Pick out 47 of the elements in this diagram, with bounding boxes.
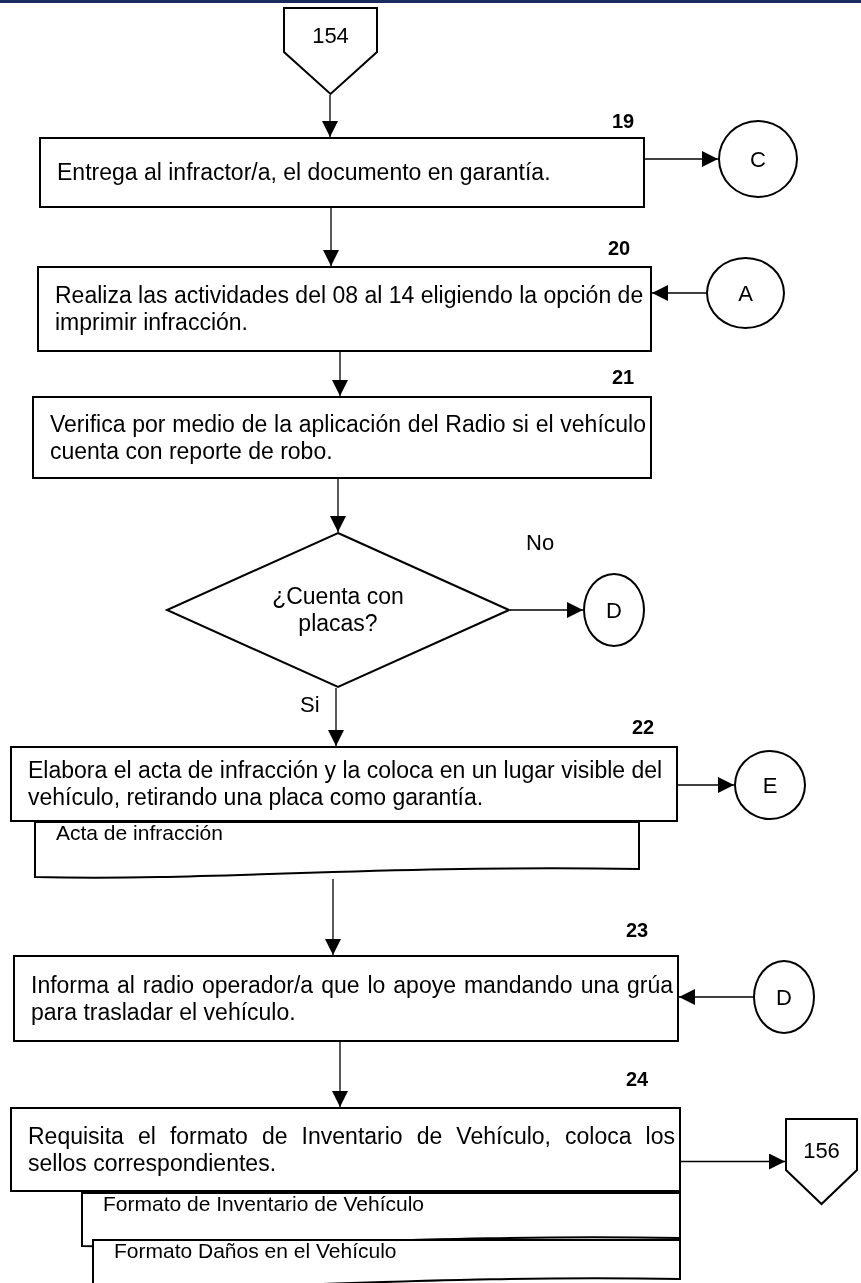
arrow	[322, 94, 338, 138]
document-label: Formato Daños en el Vehículo	[114, 1238, 398, 1264]
arrow	[328, 687, 344, 747]
step-number: 21	[612, 366, 635, 389]
connector-label: D	[605, 596, 623, 624]
process-box	[10, 746, 678, 822]
decision-text: ¿Cuenta con placas?	[271, 583, 405, 637]
arrow	[332, 351, 348, 397]
step-number: 24	[626, 1068, 649, 1091]
process-box	[37, 266, 652, 352]
step-text: Realiza las actividades del 08 al 14 eligiendo la opción de imprimir infracción.	[55, 282, 645, 336]
arrow	[678, 989, 754, 1005]
document-shape	[34, 821, 640, 879]
arrow	[325, 878, 341, 956]
decision-diamond	[166, 532, 510, 688]
step-number: 19	[612, 110, 635, 133]
arrow	[680, 1153, 786, 1170]
process-box	[32, 396, 652, 479]
process-box	[39, 137, 645, 208]
step-number: 22	[632, 716, 655, 739]
connector-label: 154	[311, 22, 350, 49]
step-text: Requisita el formato de Inventario de Vehículo, coloca los sellos correspondientes.	[28, 1122, 675, 1177]
offpage-connector	[785, 1118, 858, 1205]
step-text: Informa al radio operador/a que lo apoye mandando una grúa para trasladar el vehículo.	[31, 971, 673, 1026]
arrow	[651, 285, 707, 301]
document-shape	[92, 1239, 681, 1283]
arrow	[323, 207, 339, 267]
arrow	[644, 151, 719, 167]
arrow	[509, 602, 584, 618]
arrow	[330, 478, 346, 533]
connector-label: E	[761, 771, 779, 799]
step-text: Elabora el acta de infracción y la coloca en un lugar visible del vehículo, retirando una placa como garantía.	[28, 757, 664, 811]
document-label: Acta de infracción	[56, 820, 224, 846]
step-text: Verifica por medio de la aplicación del Radio si el vehículo cuenta con reporte de robo.	[50, 410, 646, 465]
offpage-connector	[283, 7, 378, 95]
document-label: Formato de Inventario de Vehículo	[103, 1191, 426, 1217]
connector-label: 156	[802, 1136, 841, 1164]
connector-label: D	[775, 983, 793, 1011]
process-box	[10, 1107, 681, 1192]
step-text: Entrega al infractor/a, el documento en garantía.	[57, 159, 552, 186]
connector-label: C	[749, 145, 767, 173]
arrow	[677, 777, 735, 793]
step-number: 20	[608, 237, 631, 260]
step-number: 23	[626, 919, 649, 942]
process-box	[13, 955, 679, 1042]
connector-label: A	[737, 279, 754, 307]
arrow	[332, 1041, 348, 1108]
